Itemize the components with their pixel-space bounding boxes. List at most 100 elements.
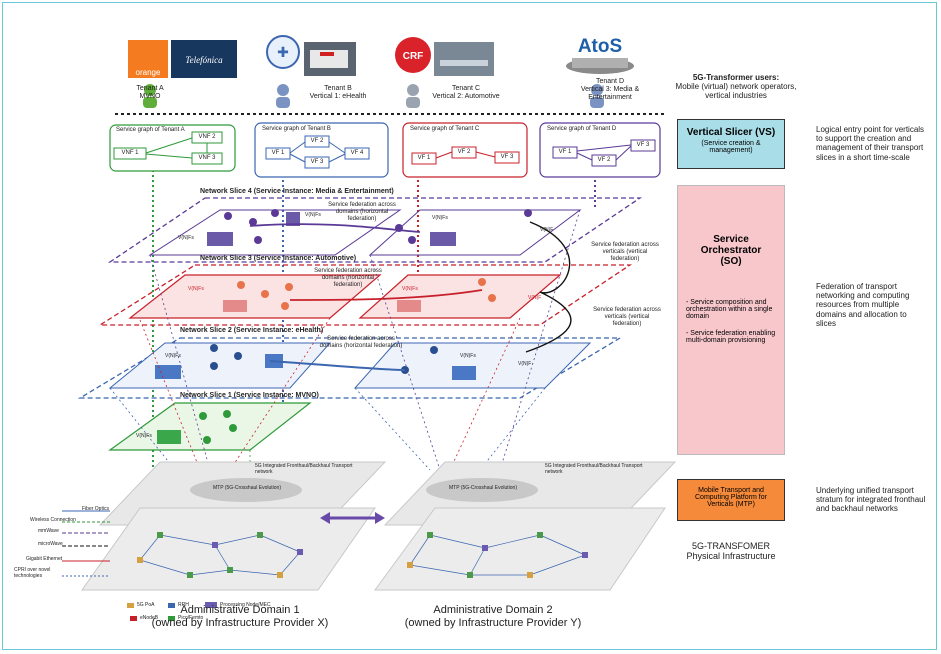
svg-text:AtoS: AtoS xyxy=(578,36,622,57)
legend-item: RRH xyxy=(178,602,189,608)
mtp-box: Mobile Transport and Computing Platform … xyxy=(677,479,785,521)
vnf-label: V(N)Fs xyxy=(178,235,194,241)
slice-2-outline xyxy=(77,337,623,399)
mtp-description: Underlying unified transport stratum for… xyxy=(816,486,926,514)
mtp-label-2: MTP (5G-Crosshaul Evolution) xyxy=(449,485,517,491)
vnf-label: V(N)Fs xyxy=(136,433,152,439)
infrastructure-nodes-2 xyxy=(407,532,588,578)
sg-b-node: VF 2 xyxy=(310,138,324,144)
vertical-slicer-title: Vertical Slicer (VS) xyxy=(686,127,776,138)
domain-2-title: Administrative Domain 2 xyxy=(433,604,553,616)
federation-label-slice2: Service federation across domains (horiz… xyxy=(319,336,403,349)
service-orchestrator-title: Service Orchestrator (SO) xyxy=(700,234,762,267)
slice-1-outline xyxy=(108,402,312,451)
slice-3-title: Network Slice 3 (Service Instance: Autom… xyxy=(200,255,357,262)
infrastructure-platform-1 xyxy=(81,507,376,591)
ambulance-image xyxy=(304,42,356,76)
domain-2-owner: (owned by Infrastructure Provider Y) xyxy=(404,616,582,629)
telefonica-logo: Telefónica xyxy=(171,40,237,78)
transport-label-2: 5G Integrated Fronthaul/Backhaul Transpo… xyxy=(545,463,643,475)
vnf-label: V(N)F xyxy=(528,295,542,301)
svg-text:CRF: CRF xyxy=(403,51,424,62)
svg-text:✚: ✚ xyxy=(277,45,289,61)
slice-2-federation-line xyxy=(269,360,406,371)
sg-d-node: VF 2 xyxy=(597,157,611,163)
legend-item: microWave xyxy=(38,541,63,547)
slice-2-domain1 xyxy=(108,342,332,389)
service-orchestrator-description: Federation of transport networking and c… xyxy=(816,282,910,328)
tenant-b-name: Tenant B xyxy=(324,85,352,92)
sg-b-node: VF 1 xyxy=(271,150,285,156)
slice-4-title: Network Slice 4 (Service Instance: Media… xyxy=(200,188,394,195)
sg-b-node: VF 4 xyxy=(350,150,364,156)
slice-2-title: Network Slice 2 (Service Instance: eHeal… xyxy=(180,327,324,334)
users-description: Mobile (virtual) network operators, vert… xyxy=(675,82,797,101)
vertical-slicer-box: Vertical Slicer (VS) (Service creation &… xyxy=(677,119,785,169)
sg-c-node: VF 1 xyxy=(417,155,431,161)
service-graph-b-box xyxy=(254,122,389,178)
crf-logo: CRF xyxy=(395,37,431,73)
infrastructure-title: 5G-TRANSFOMER Physical Infrastructure xyxy=(686,541,776,562)
tenant-c-role: Vertical 2: Automotive xyxy=(432,93,500,101)
automotive-image xyxy=(434,42,494,76)
vertical-federation-label-1: Service federation across verticals (ver… xyxy=(591,242,659,262)
legend-item: CPRI over novel technologies xyxy=(14,567,51,579)
vnf-label: V(N)Fs xyxy=(165,353,181,359)
slice-3-nodes xyxy=(223,278,496,312)
slice-4-nodes xyxy=(207,209,532,246)
federation-label-slice3: Service federation across domains (horiz… xyxy=(314,268,382,288)
legend-item: Wireless Connection xyxy=(30,517,76,523)
vnf-label: V(N)F xyxy=(518,361,532,367)
sg-c-node: VF 2 xyxy=(457,149,471,155)
legend-item: Fiber Optics xyxy=(82,506,109,512)
orange-logo: orange xyxy=(128,40,168,78)
sg-a-node: VNF 2 xyxy=(198,134,216,140)
vertical-federation-curve xyxy=(525,221,572,353)
service-graph-c-title: Service graph of Tenant C xyxy=(410,126,480,132)
sg-b-node: VF 3 xyxy=(310,159,324,165)
vnf-label: V(N)Fs xyxy=(402,286,418,292)
slice-1-nodes xyxy=(157,410,237,444)
tenant-b-person-icon xyxy=(276,84,290,108)
federation-label-slice4: Service federation across domains (horiz… xyxy=(328,202,396,222)
legend-item: mmWave xyxy=(38,528,59,534)
tenant-a-name: Tenant A xyxy=(136,85,164,92)
vertical-federation-label-2: Service federation across verticals (ver… xyxy=(593,307,661,327)
legend-item: Pico/Femto xyxy=(178,615,204,621)
sg-a-node: VNF 1 xyxy=(121,150,139,156)
mtp-ellipse-1 xyxy=(190,478,302,502)
vertical-slicer-description: Logical entry point for verticals to sup… xyxy=(816,125,925,162)
users-title: 5G-Transformer users: xyxy=(692,73,780,82)
vnf-label: V(N)F xyxy=(540,227,554,233)
tenant-d-name: Tenant D xyxy=(595,78,625,85)
legend-item: 5G PoA xyxy=(137,602,155,608)
ehealth-logo: ✚ xyxy=(266,35,300,69)
slice-4-federation-line xyxy=(249,223,421,233)
infrastructure-network-1 xyxy=(139,534,301,576)
slice-3-federation-line xyxy=(289,289,483,301)
tenant-d-person-icon xyxy=(590,84,604,108)
vnf-label: V(N)Fs xyxy=(432,215,448,221)
mtp-ellipse-2 xyxy=(426,478,538,502)
vnf-label: V(N)Fs xyxy=(305,212,321,218)
domain-2-caption: Administrative Domain 2(owned by Infrast… xyxy=(398,604,588,629)
slice-4-outline xyxy=(107,197,643,263)
sg-d-node: VF 1 xyxy=(558,149,572,155)
mtp-title: Mobile Transport and Computing Platform … xyxy=(695,487,767,508)
service-graph-b-title: Service graph of Tenant B xyxy=(262,126,331,132)
domain-1-caption: Administrative Domain 1(owned by Infrast… xyxy=(150,604,330,629)
svg-text:Telefónica: Telefónica xyxy=(185,55,223,65)
infrastructure-nodes-1 xyxy=(137,532,303,578)
tenant-a-role: MVNO xyxy=(139,93,161,101)
legend-item: Gigabit Ethernet xyxy=(26,556,63,562)
legend-item: eNodeB xyxy=(140,615,159,621)
so-item-federation: - Service federation enabling multi-doma… xyxy=(686,330,776,344)
vnf-label: V(N)Fs xyxy=(188,286,204,292)
service-graph-d-box xyxy=(539,122,661,178)
